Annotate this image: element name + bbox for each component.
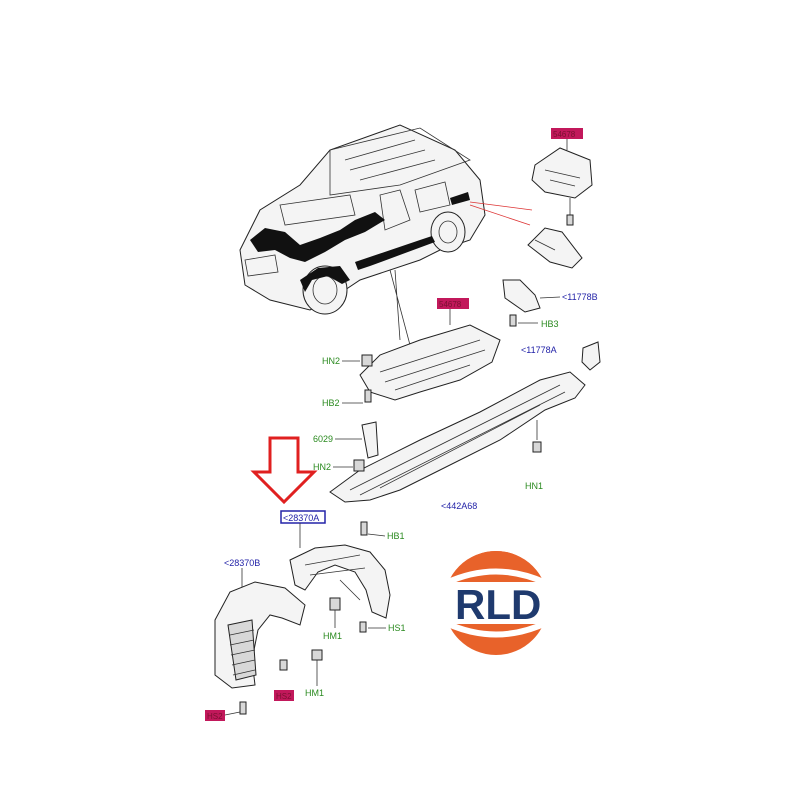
floor-underbody-panel [329,371,586,503]
part-442a68-label: <442A68 [441,501,477,511]
hs1-label: HS1 [388,623,406,633]
hs2-lower-label: HS2 [207,712,223,721]
wheel-arch-liner-front [289,544,391,619]
hn2-lower-label: HN2 [313,462,331,472]
part-6029-label: 6029 [313,434,333,444]
hn1-right-label: HN1 [525,481,543,491]
upper-shield-part [531,147,593,199]
rld-logo-text: RLD [455,581,541,628]
lower-bracket-part [527,227,583,269]
hb1-label: HB1 [387,531,405,541]
sill-underbody-panel [359,324,501,401]
hn2-upper-label: HN2 [322,356,340,366]
hm1-lower-label: HM1 [305,688,324,698]
wheel-arch-liner-rear [214,581,306,689]
rld-logo: RLD [436,551,556,655]
ref-label-box [551,128,583,139]
top-ref-label: 54678 [553,130,576,139]
bracket-11778b [502,279,541,313]
hs2-upper-label: HS2 [276,692,292,701]
part-28370a-highlight-box [280,510,326,524]
part-28370a-label: <28370A [283,513,319,523]
hs2-lower-box [205,710,225,721]
hm1-upper-label: HM1 [323,631,342,641]
vehicle-illustration [239,124,486,315]
sill-ref-label-box [437,298,469,309]
part-11778b-label: <11778B [562,292,598,302]
sill-ref-label: 54678 [439,300,462,309]
highlight-arrow-icon [250,436,318,505]
hb3-label: HB3 [541,319,559,329]
part-11778a-label: <11778A [521,345,557,355]
hb2-label: HB2 [322,398,340,408]
hs2-upper-box [274,690,294,701]
part-28370b-label: <28370B [224,558,260,568]
